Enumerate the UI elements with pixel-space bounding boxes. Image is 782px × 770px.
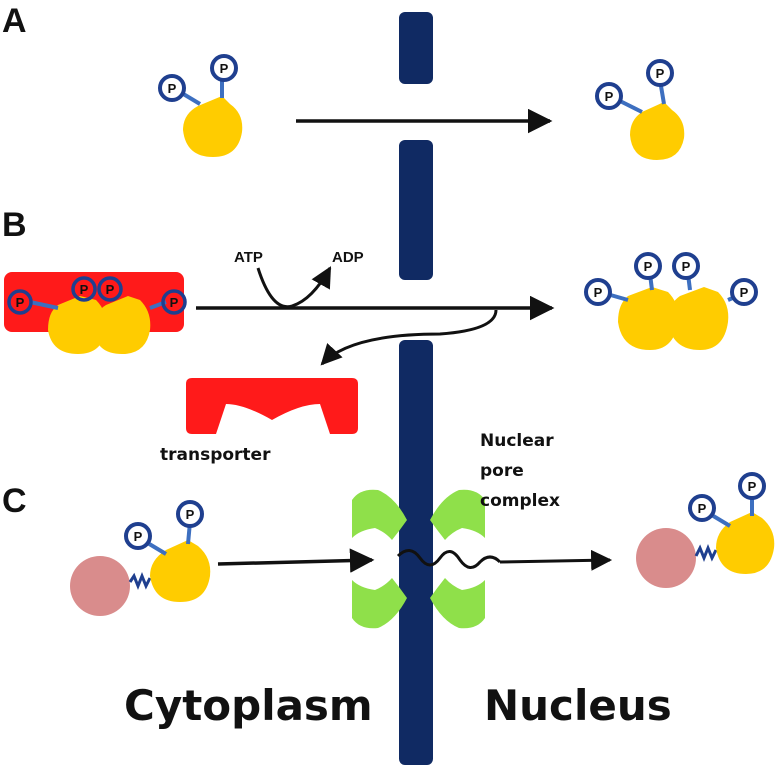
panel-c-cytoplasm-complex: P P — [70, 500, 211, 616]
phosphate-group — [688, 494, 716, 522]
npc-upper-right — [430, 489, 485, 540]
transporter-shape — [186, 378, 358, 434]
phosphate-link — [29, 300, 59, 310]
protein-dimer-right — [668, 287, 729, 350]
protein-dimer-left — [48, 296, 107, 354]
atp-label: ATP — [234, 249, 263, 266]
phosphate-group — [210, 54, 238, 82]
phosphate-group — [730, 278, 758, 306]
npc-lower-right — [430, 578, 485, 629]
cytoplasm-label: Cytoplasm — [124, 681, 373, 730]
phosphate-group — [646, 59, 674, 87]
transporter-label: transporter — [160, 445, 271, 465]
protein-body — [183, 96, 243, 157]
import-arrow-c-out — [499, 549, 613, 571]
nuclear-pore-complex — [352, 489, 485, 629]
partner-protein — [70, 556, 130, 616]
phosphate-label: P — [594, 285, 603, 300]
panel-label-b: B — [2, 206, 27, 244]
panel-label-c: C — [2, 482, 27, 520]
panel-b-nucleus-dimer: P P P P — [584, 252, 758, 350]
phosphate-group — [71, 276, 97, 302]
phosphate-group — [124, 522, 152, 550]
phosphate-label: P — [168, 81, 177, 96]
panel-label-a: A — [2, 2, 27, 40]
npc-label-line3: complex — [480, 491, 560, 511]
phosphate-group — [595, 82, 623, 110]
protein-dimer-left — [618, 287, 679, 350]
phosphate-label: P — [170, 295, 179, 310]
phosphate-label: P — [740, 285, 749, 300]
membrane-segment-top — [399, 12, 433, 84]
phosphate-group — [161, 289, 187, 315]
phosphate-group — [97, 276, 123, 302]
phosphate-label: P — [106, 282, 115, 297]
panel-c-nucleus-complex: P P — [636, 472, 775, 588]
linker — [694, 543, 718, 563]
npc-label-line1: Nuclear — [480, 431, 554, 451]
phosphate-label: P — [134, 529, 143, 544]
partner-protein — [636, 528, 696, 588]
phosphate-group — [176, 500, 204, 528]
npc-label-line2: pore — [480, 461, 524, 481]
phosphate-group — [158, 74, 186, 102]
transporter-release-arrow — [320, 309, 498, 366]
panel-a-cytoplasm-protein: P P — [158, 54, 243, 157]
phosphate-label: P — [656, 66, 665, 81]
import-arrow-c-in — [217, 548, 375, 573]
npc-upper-left — [352, 489, 407, 540]
phosphate-label: P — [605, 89, 614, 104]
phosphate-group — [584, 278, 612, 306]
panel-b-transporter-complex: P P P P — [4, 272, 187, 354]
phosphate-label: P — [644, 259, 653, 274]
protein-body — [716, 512, 775, 574]
phosphate-label: P — [80, 282, 89, 297]
panel-a-nucleus-protein: P P — [595, 59, 685, 160]
phosphate-group — [634, 252, 662, 280]
phosphate-link — [617, 98, 643, 114]
protein-dimer-right — [94, 296, 151, 354]
phosphate-label: P — [186, 507, 195, 522]
phosphate-label: P — [220, 61, 229, 76]
protein-body — [630, 102, 685, 160]
free-transporter — [186, 378, 358, 434]
nuclear-membrane — [399, 12, 433, 765]
linker — [128, 571, 152, 591]
unfolded-chain — [396, 549, 502, 569]
atp-hydrolysis-arrow — [256, 266, 332, 309]
phosphate-group — [738, 472, 766, 500]
phosphate-label: P — [16, 295, 25, 310]
phosphate-label: P — [748, 479, 757, 494]
membrane-segment-middle — [399, 140, 433, 280]
phosphate-label: P — [698, 501, 707, 516]
phosphate-label: P — [682, 259, 691, 274]
phosphate-group — [7, 289, 33, 315]
adp-label: ADP — [332, 249, 364, 266]
phosphate-group — [672, 252, 700, 280]
npc-lower-left — [352, 578, 407, 629]
nucleus-label: Nucleus — [484, 681, 672, 730]
